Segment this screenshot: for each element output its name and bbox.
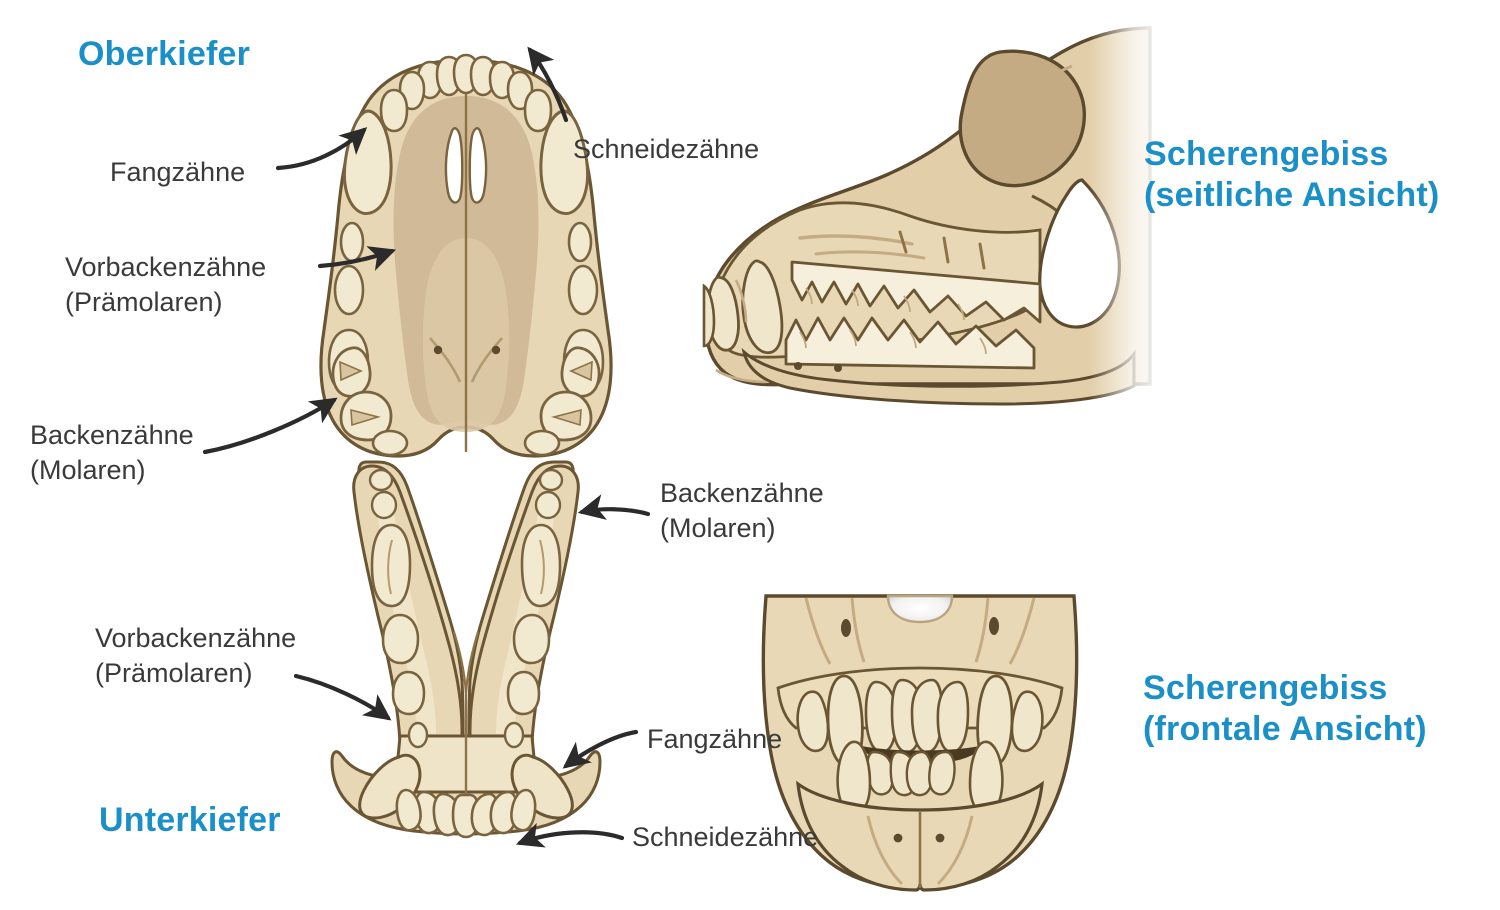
arrow-lower-premolars [293,673,392,721]
label-upper-premolars: Vorbackenzähne (Prämolaren) [65,252,267,317]
label-lower-canines: Fangzähne [647,724,783,754]
skull-frontal-illustration [761,594,1079,892]
lateral-lower-cheek-teeth [784,316,1036,370]
arrow-upper-molars [202,397,338,455]
heading-scherengebiss-seitliche-ansicht: Scherengebiss (seitliche Ansicht) [1144,135,1440,215]
heading-scherengebiss-frontale-ansicht: Scherengebiss (frontale Ansicht) [1143,669,1427,749]
arrow-lower-canines [562,729,639,769]
upper-jaw-occlusal-illustration [319,53,613,458]
upper-molar-teeth-left [331,346,409,457]
label-lower-molars: Backenzähne (Molaren) [660,478,824,543]
heading-oberkiefer: Oberkiefer [78,35,251,73]
lower-teeth-right [503,468,564,749]
heading-unterkiefer: Unterkiefer [99,801,281,839]
arrow-upper-incisors [527,46,569,123]
annotation-arrows [202,46,651,848]
upper-incisor-teeth [398,53,534,111]
upper-molar-teeth-right [523,346,601,457]
lower-jaw-occlusal-illustration [330,460,602,839]
label-lower-premolars: Vorbackenzähne (Prämolaren) [95,623,297,688]
label-lower-incisors: Schneidezähne [632,822,819,852]
label-upper-incisors: Schneidezähne [573,134,760,164]
lower-incisor-teeth [395,788,537,839]
arrow-upper-canines [275,127,368,171]
arrow-upper-premolars [317,246,397,271]
lateral-upper-cheek-teeth [790,260,1042,324]
arrow-lower-molars [577,494,651,520]
arrow-lower-incisors [515,822,625,848]
label-upper-canines: Fangzähne [110,157,246,187]
label-upper-molars: Backenzähne (Molaren) [30,420,194,485]
lower-teeth-left [368,468,429,749]
skull-lateral-illustration [702,10,1170,406]
